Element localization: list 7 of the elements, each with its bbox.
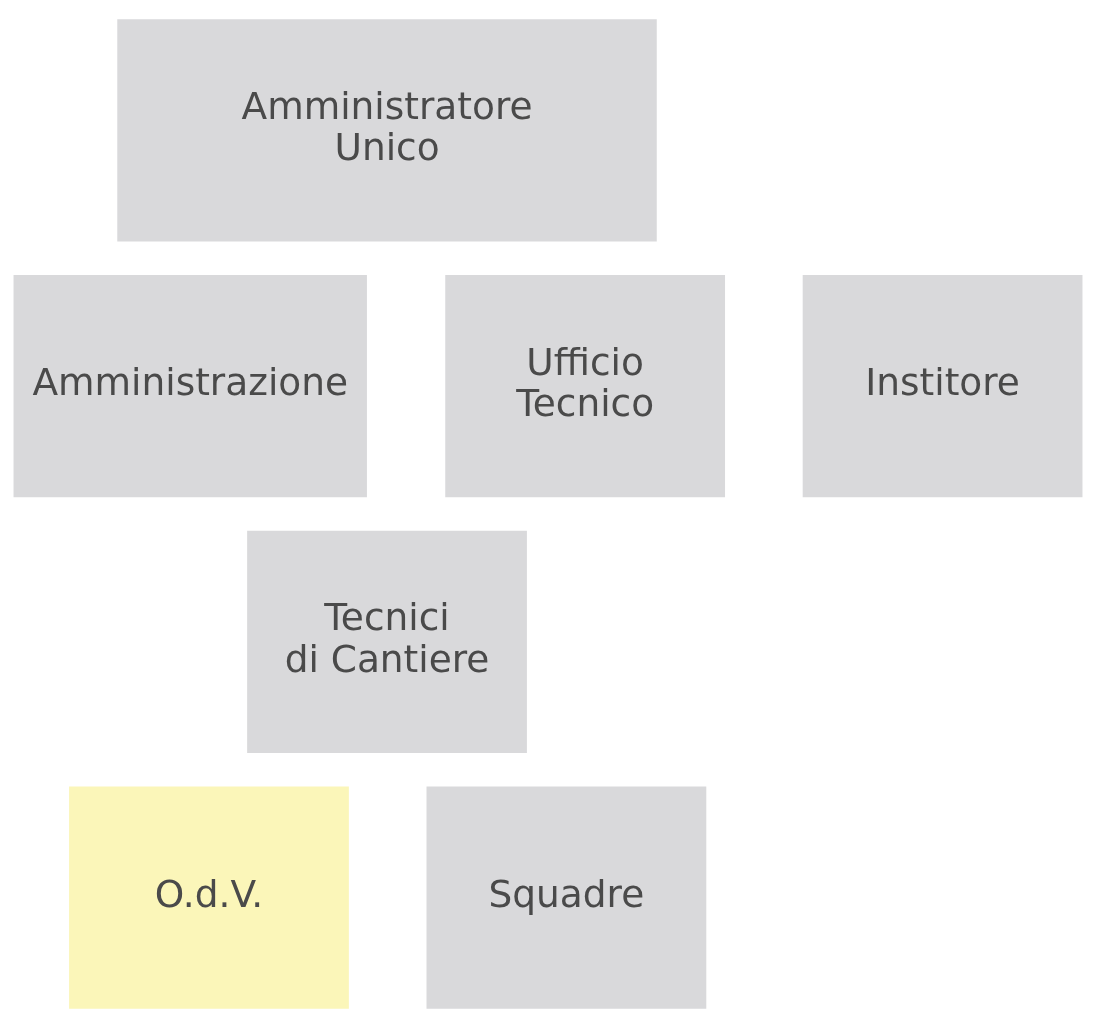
node-box: Amministratore Unico [117, 18, 657, 242]
node-box: Institore [802, 274, 1083, 497]
node-box: Tecnici di Cantiere [247, 530, 527, 753]
node-box: O.d.V. [69, 785, 349, 1009]
node-box: Ufficio Tecnico [445, 274, 726, 497]
node-box: Squadre [426, 785, 707, 1009]
node-box: Amministrazione [13, 274, 367, 497]
